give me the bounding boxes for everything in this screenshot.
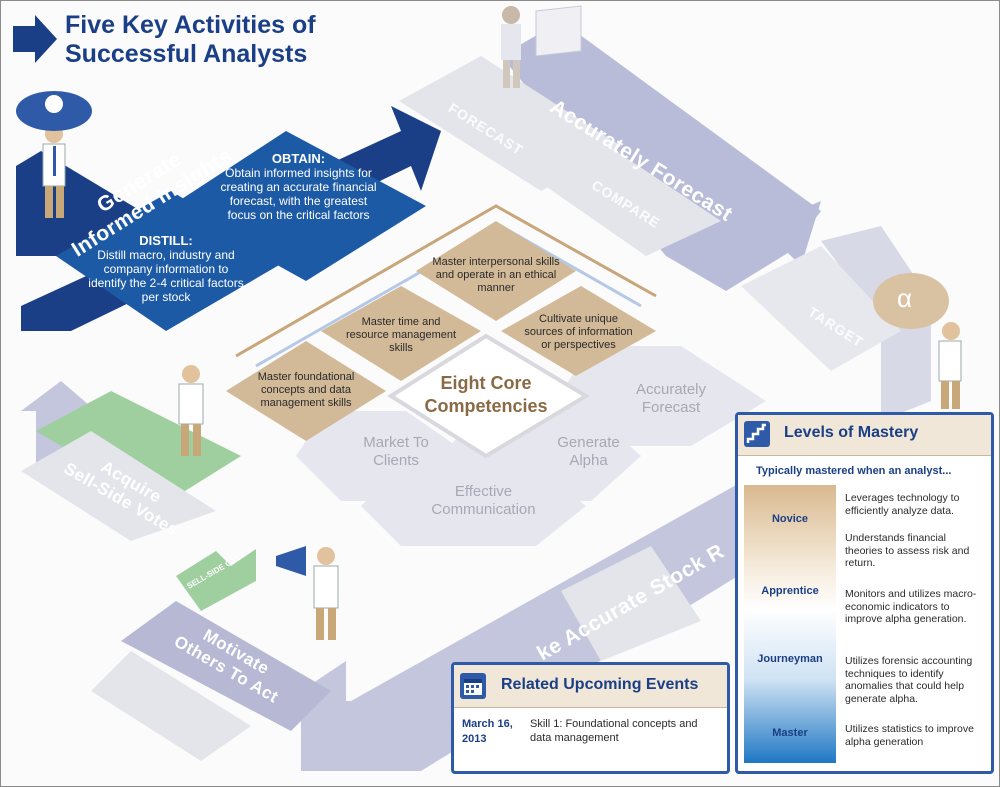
person-megaphone-icon — [276, 546, 339, 640]
person-icon-left — [178, 365, 204, 456]
competencies-center-label: Eight Core Competencies — [424, 373, 548, 416]
level-desc-novice-2: Understands financial theories to assess… — [845, 532, 970, 569]
level-name-journeyman: Journeyman — [757, 653, 823, 665]
title-line-1: Five Key Activities of — [65, 11, 316, 39]
competency-time-tile — [321, 286, 481, 381]
competency-alpha: Generate Alpha — [557, 434, 620, 469]
person-icon-right — [938, 322, 962, 409]
competency-foundational: Master foundational concepts and data ma… — [257, 371, 355, 409]
levels-of-mastery-panel: Levels of Mastery Typically mastered whe… — [735, 412, 994, 774]
level-name-apprentice: Apprentice — [761, 585, 819, 597]
levels-panel-header: Levels of Mastery — [738, 415, 991, 456]
distill-title: DISTILL: — [139, 233, 193, 248]
level-desc-novice-1: Leverages technology to efficiently anal… — [845, 492, 960, 517]
compare-ghost-strip — [531, 141, 721, 256]
distill-body: Distill macro, industry and company info… — [88, 248, 244, 304]
motivate-ghost-strip — [91, 651, 251, 761]
title-arrow-icon — [13, 15, 57, 63]
event-date: March 16, 2013 — [462, 718, 513, 745]
connector-line-tan — [235, 204, 657, 358]
events-panel-header: Related Upcoming Events — [454, 665, 727, 708]
distill-step: DISTILL: Distill macro, industry and com… — [86, 233, 246, 304]
competency-communication: Effective Communication — [431, 483, 536, 518]
person-icon-top — [501, 5, 582, 88]
obtain-title: OBTAIN: — [271, 151, 326, 166]
calendar-icon — [460, 673, 486, 699]
stock-band — [311, 471, 811, 771]
competency-cultivate-tile — [501, 286, 656, 376]
lightbulb-cloud-icon — [16, 91, 92, 131]
competency-foundational-tile — [226, 341, 386, 441]
forecast-ghost-strip — [399, 56, 621, 191]
competency-time: Master time and resource management skil… — [345, 316, 457, 354]
competency-forecast: Accurately Forecast — [635, 381, 707, 416]
event-link[interactable]: Skill 1: Foundational concepts and data … — [530, 718, 698, 744]
level-desc-journeyman: Utilizes forensic accounting techniques … — [845, 655, 973, 705]
obtain-step: OBTAIN: Obtain informed insights for cre… — [216, 151, 381, 222]
competency-interpersonal: Master interpersonal skills and operate … — [432, 256, 560, 294]
levels-gradient-bar — [744, 485, 836, 763]
levels-panel-title: Levels of Mastery — [784, 424, 919, 441]
competency-interpersonal-tile — [416, 221, 576, 321]
competency-forecast-tile — [556, 346, 766, 446]
level-desc-master: Utilizes statistics to improve alpha gen… — [845, 723, 974, 748]
competency-cultivate: Cultivate unique sources of information … — [524, 313, 633, 351]
center-diamond — [387, 333, 590, 459]
alpha-symbol: α — [897, 283, 913, 313]
level-desc-apprentice: Monitors and utilizes macro-economic ind… — [845, 588, 977, 625]
stairs-icon — [744, 421, 770, 447]
acquire-ghost-strip — [21, 431, 216, 541]
stock-ghost-strip — [561, 546, 701, 661]
forecast-band — [501, 21, 821, 291]
competency-market: Market To Clients — [363, 434, 429, 469]
events-panel: Related Upcoming Events March 16, 2013 S… — [451, 662, 730, 774]
obtain-box — [171, 131, 426, 281]
level-name-master: Master — [772, 727, 808, 739]
alpha-cloud-icon — [873, 273, 949, 329]
levels-subtitle: Typically mastered when an analyst... — [756, 465, 952, 477]
acquire-band — [36, 391, 241, 506]
events-panel-title: Related Upcoming Events — [501, 676, 699, 693]
page-title: Five Key Activities of Successful Analys… — [65, 11, 316, 69]
distill-box — [56, 191, 286, 331]
forecast-arrowhead — [761, 201, 821, 266]
title-line-2: Successful Analysts — [65, 40, 308, 68]
obtain-body: Obtain informed insights for creating an… — [220, 166, 377, 222]
sell-side-arrow — [176, 549, 256, 611]
competency-communication-tile — [361, 466, 586, 546]
target-ghost-strip — [741, 246, 901, 371]
motivate-band — [121, 601, 331, 731]
level-name-novice: Novice — [771, 513, 809, 525]
